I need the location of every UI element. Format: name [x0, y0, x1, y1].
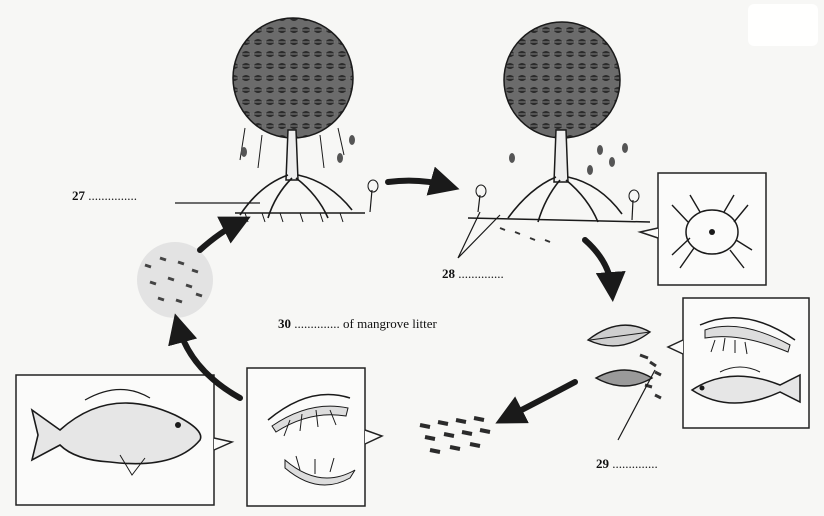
detritus-cloud	[137, 242, 213, 318]
corner-highlight	[748, 4, 818, 46]
shrimp-box-center	[246, 367, 366, 507]
shrimp-icon-right	[699, 316, 796, 355]
label-29: 29 ..............	[596, 456, 658, 472]
cycle-arrow-icon	[168, 313, 243, 401]
label-29-number: 29	[596, 456, 609, 471]
shrimp-fish-box-right	[682, 297, 810, 429]
mangrove-tree-2	[467, 21, 651, 243]
cycle-arrow-icon	[385, 166, 460, 196]
fish-icon-right	[690, 366, 801, 404]
cycle-arrows	[168, 166, 626, 424]
label-30-text: of mangrove litter	[343, 316, 437, 331]
label-30-blank: ..............	[294, 316, 340, 331]
pointer-lines	[175, 202, 656, 441]
cycle-arrow-icon	[495, 379, 578, 424]
shrimp-icon	[267, 393, 356, 486]
litter-fragments	[419, 416, 491, 454]
label-30-number: 30	[278, 316, 291, 331]
pointer-28	[457, 211, 501, 259]
label-28-number: 28	[442, 266, 455, 281]
label-27: 27 ...............	[72, 188, 137, 204]
cycle-arrow-icon	[582, 237, 626, 302]
label-27-blank: ...............	[88, 188, 137, 203]
pointer-29	[617, 369, 656, 441]
label-28-blank: ..............	[458, 266, 504, 281]
label-30: 30 .............. of mangrove litter	[278, 316, 437, 332]
cycle-arrow-icon	[197, 216, 251, 253]
fish-icon	[30, 388, 202, 476]
label-28: 28 ..............	[442, 266, 504, 282]
mangrove-tree-1	[232, 17, 379, 223]
crab-icon	[671, 194, 753, 269]
leaf-icon	[586, 324, 662, 400]
label-29-blank: ..............	[612, 456, 658, 471]
label-27-number: 27	[72, 188, 85, 203]
